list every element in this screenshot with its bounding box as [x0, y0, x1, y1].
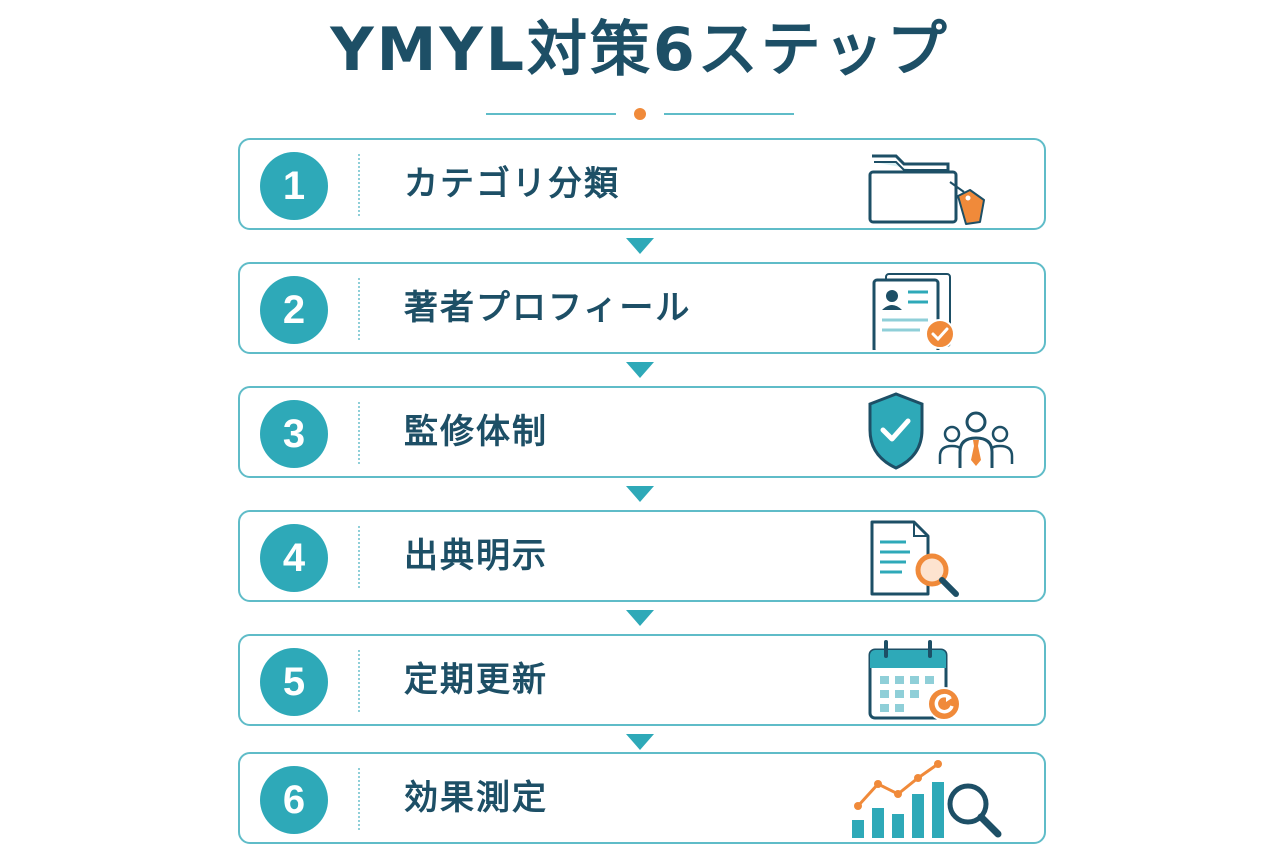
step-label: 効果測定 [404, 778, 548, 818]
step-label: 出典明示 [404, 536, 548, 576]
step-number: 5 [260, 648, 328, 716]
step-card-6: 6 効果測定 [238, 752, 1046, 844]
page-title: YMYL対策6ステップ [330, 15, 950, 85]
step-number: 1 [260, 152, 328, 220]
step-label: 定期更新 [404, 660, 548, 700]
profile-check-icon [872, 273, 955, 350]
step-card-1: 1 カテゴリ分類 [238, 138, 1046, 230]
step-number: 2 [260, 276, 328, 344]
folder-tag-icon [868, 154, 985, 225]
step-card-3: 3 監修体制 [238, 386, 1046, 478]
step-arrow [626, 486, 654, 502]
title-divider [486, 108, 794, 120]
step-card-4: 4 出典明示 [238, 510, 1046, 602]
document-search-icon [870, 520, 959, 597]
step-separator [358, 278, 360, 340]
chart-search-icon [852, 760, 1002, 838]
step-separator [358, 402, 360, 464]
step-card-2: 2 著者プロフィール [238, 262, 1046, 354]
step-card-5: 5 定期更新 [238, 634, 1046, 726]
step-number: 6 [260, 766, 328, 834]
step-label: 監修体制 [404, 412, 548, 452]
calendar-refresh-icon [868, 640, 961, 721]
step-arrow [626, 610, 654, 626]
step-label: カテゴリ分類 [404, 164, 620, 204]
shield-team-icon [868, 392, 1014, 470]
step-arrow [626, 238, 654, 254]
step-separator [358, 526, 360, 588]
step-arrow [626, 362, 654, 378]
step-label: 著者プロフィール [404, 288, 692, 328]
step-separator [358, 154, 360, 216]
step-number: 4 [260, 524, 328, 592]
step-arrow [626, 734, 654, 750]
step-number: 3 [260, 400, 328, 468]
step-separator [358, 650, 360, 712]
step-separator [358, 768, 360, 830]
